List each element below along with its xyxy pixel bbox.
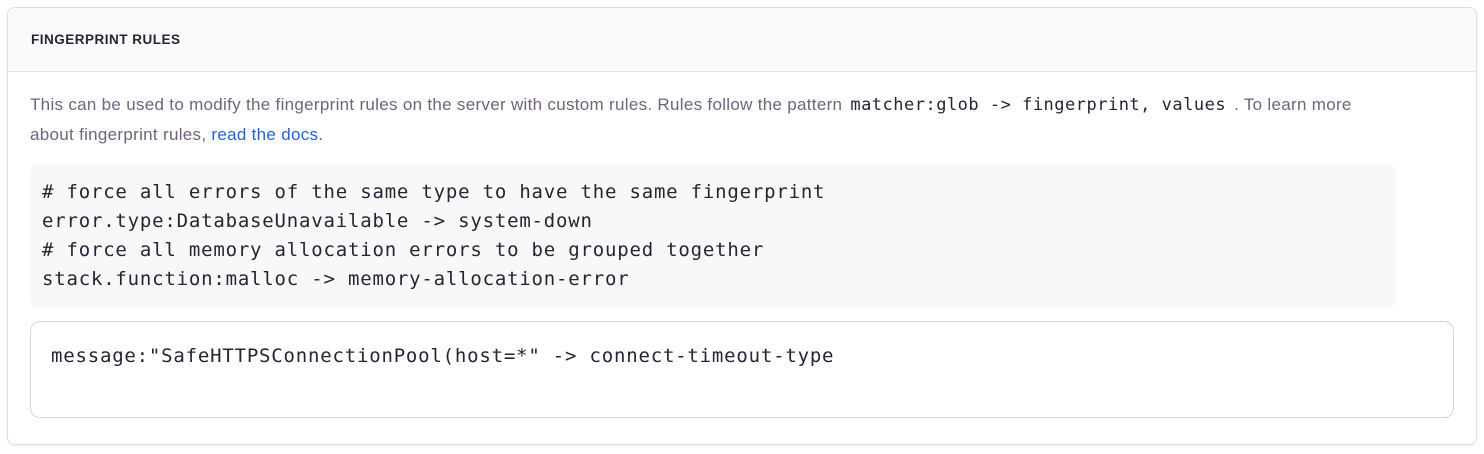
panel-body: This can be used to modify the fingerpri… bbox=[8, 72, 1476, 444]
example-rules-code: # force all errors of the same type to h… bbox=[30, 164, 1396, 308]
panel-header: FINGERPRINT RULES bbox=[8, 8, 1476, 72]
fingerprint-rules-textarea[interactable]: message:"SafeHTTPSConnectionPool(host=*"… bbox=[30, 321, 1454, 418]
pattern-inline-code: matcher:glob -> fingerprint, values bbox=[850, 95, 1227, 115]
description-text-after: . To learn more about fingerprint rules, bbox=[30, 95, 1352, 144]
read-the-docs-link[interactable]: read the docs. bbox=[211, 125, 324, 144]
panel-description: This can be used to modify the fingerpri… bbox=[30, 90, 1360, 149]
panel-title: FINGERPRINT RULES bbox=[31, 32, 181, 47]
fingerprint-rules-panel: FINGERPRINT RULES This can be used to mo… bbox=[7, 7, 1477, 445]
description-text-before: This can be used to modify the fingerpri… bbox=[30, 95, 843, 114]
